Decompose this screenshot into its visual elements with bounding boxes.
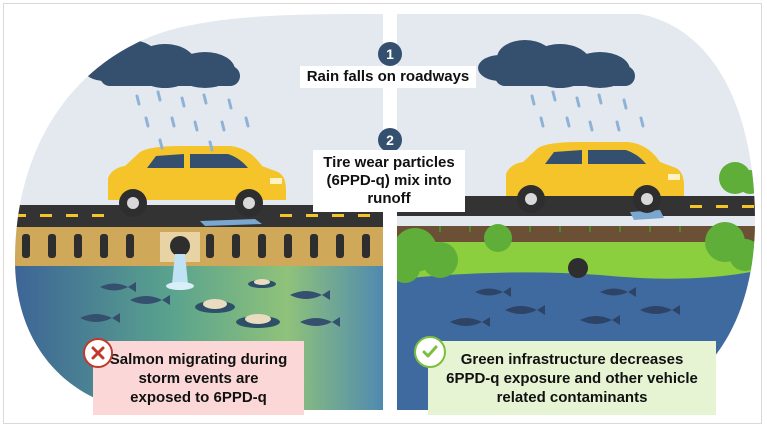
step-2-label: Tire wear particles (6PPD-q) mix into ru… bbox=[313, 150, 465, 212]
check-icon bbox=[414, 336, 446, 368]
step-2-badge: 2 bbox=[378, 128, 402, 152]
bridge-slots bbox=[22, 234, 370, 258]
image-border bbox=[3, 3, 762, 424]
right-road bbox=[397, 196, 755, 216]
left-contaminants bbox=[195, 279, 280, 328]
right-rain bbox=[530, 90, 645, 132]
left-road bbox=[15, 205, 383, 227]
right-car bbox=[506, 142, 684, 213]
left-caption: Salmon migrating during storm events are… bbox=[93, 341, 304, 415]
left-salmon bbox=[80, 282, 340, 327]
right-plants bbox=[439, 226, 681, 232]
right-bushes bbox=[397, 162, 755, 283]
drain-pipe bbox=[170, 236, 190, 256]
runoff-stream bbox=[172, 254, 188, 284]
right-cloud bbox=[478, 40, 635, 88]
step-1-badge: 1 bbox=[378, 42, 402, 66]
step-1-label: Rain falls on roadways bbox=[300, 66, 476, 88]
x-icon bbox=[83, 338, 113, 368]
left-car bbox=[108, 146, 286, 217]
left-rain bbox=[135, 90, 250, 152]
right-drain bbox=[568, 258, 588, 278]
panel-divider bbox=[384, 0, 396, 429]
right-caption: Green infrastructure decreases 6PPD-q ex… bbox=[428, 341, 716, 415]
tire-particles-runoff bbox=[200, 219, 262, 226]
right-salmon bbox=[450, 287, 680, 327]
